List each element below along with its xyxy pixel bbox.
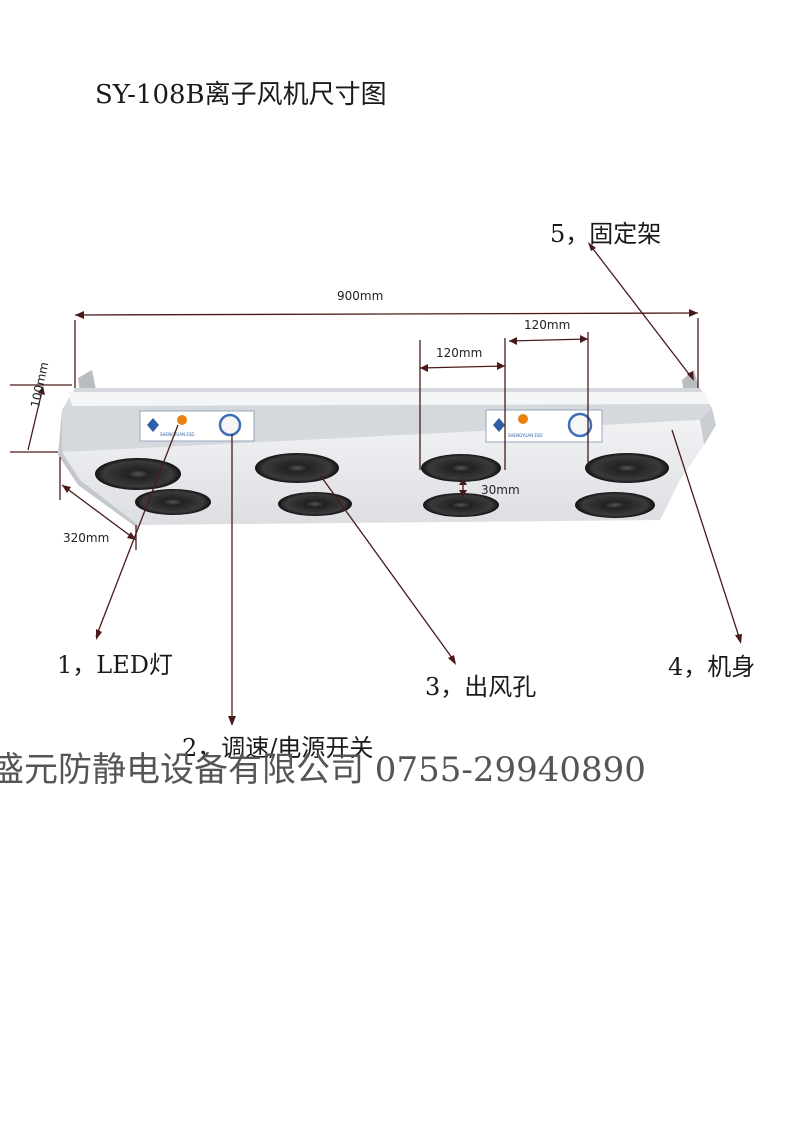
company-watermark: 盛元防静电设备有限公司 0755-29940890: [0, 750, 646, 790]
callout-bracket: 5，固定架: [550, 220, 662, 248]
callout-air-outlet: 3，出风孔: [425, 673, 537, 701]
callout-leaders: [95, 242, 742, 726]
fan-icon: [585, 453, 669, 483]
speed-knob-icon: [567, 412, 593, 438]
panel-brand: SHENGYUAN ESD: [160, 432, 194, 437]
dimension-lines: [10, 309, 699, 550]
callout-led: 1，LED灯: [57, 651, 173, 679]
dim-depth-label: 320mm: [63, 531, 110, 545]
dim-fan-spacing-2-label: 120mm: [524, 318, 571, 332]
fan-icon: [575, 492, 655, 518]
control-panel-right: SHENGYUAN ESD: [485, 409, 603, 443]
fan-grilles: [95, 453, 669, 518]
dim-fan-spacing-1-label: 120mm: [436, 346, 483, 360]
fan-icon: [278, 492, 352, 516]
ionizer-body: [58, 388, 716, 530]
fan-icon: [421, 454, 501, 482]
fan-icon: [255, 453, 339, 483]
page-title: SY-108B离子风机尺寸图: [95, 80, 387, 110]
dim-width-label: 900mm: [337, 289, 384, 303]
fan-icon: [95, 458, 181, 490]
dim-fan-gap-label: 30mm: [481, 483, 520, 497]
callout-switch: 2，调速/电源开关: [182, 734, 374, 762]
led-light-icon: [518, 414, 528, 424]
led-light-icon: [177, 415, 187, 425]
fan-icon: [135, 489, 211, 515]
fan-icon: [423, 493, 499, 517]
panel-brand: SHENGYUAN ESD: [508, 433, 542, 438]
speed-knob-icon: [218, 413, 242, 437]
callout-body: 4，机身: [668, 653, 756, 681]
control-panel-left: SHENGYUAN ESD: [139, 410, 255, 442]
